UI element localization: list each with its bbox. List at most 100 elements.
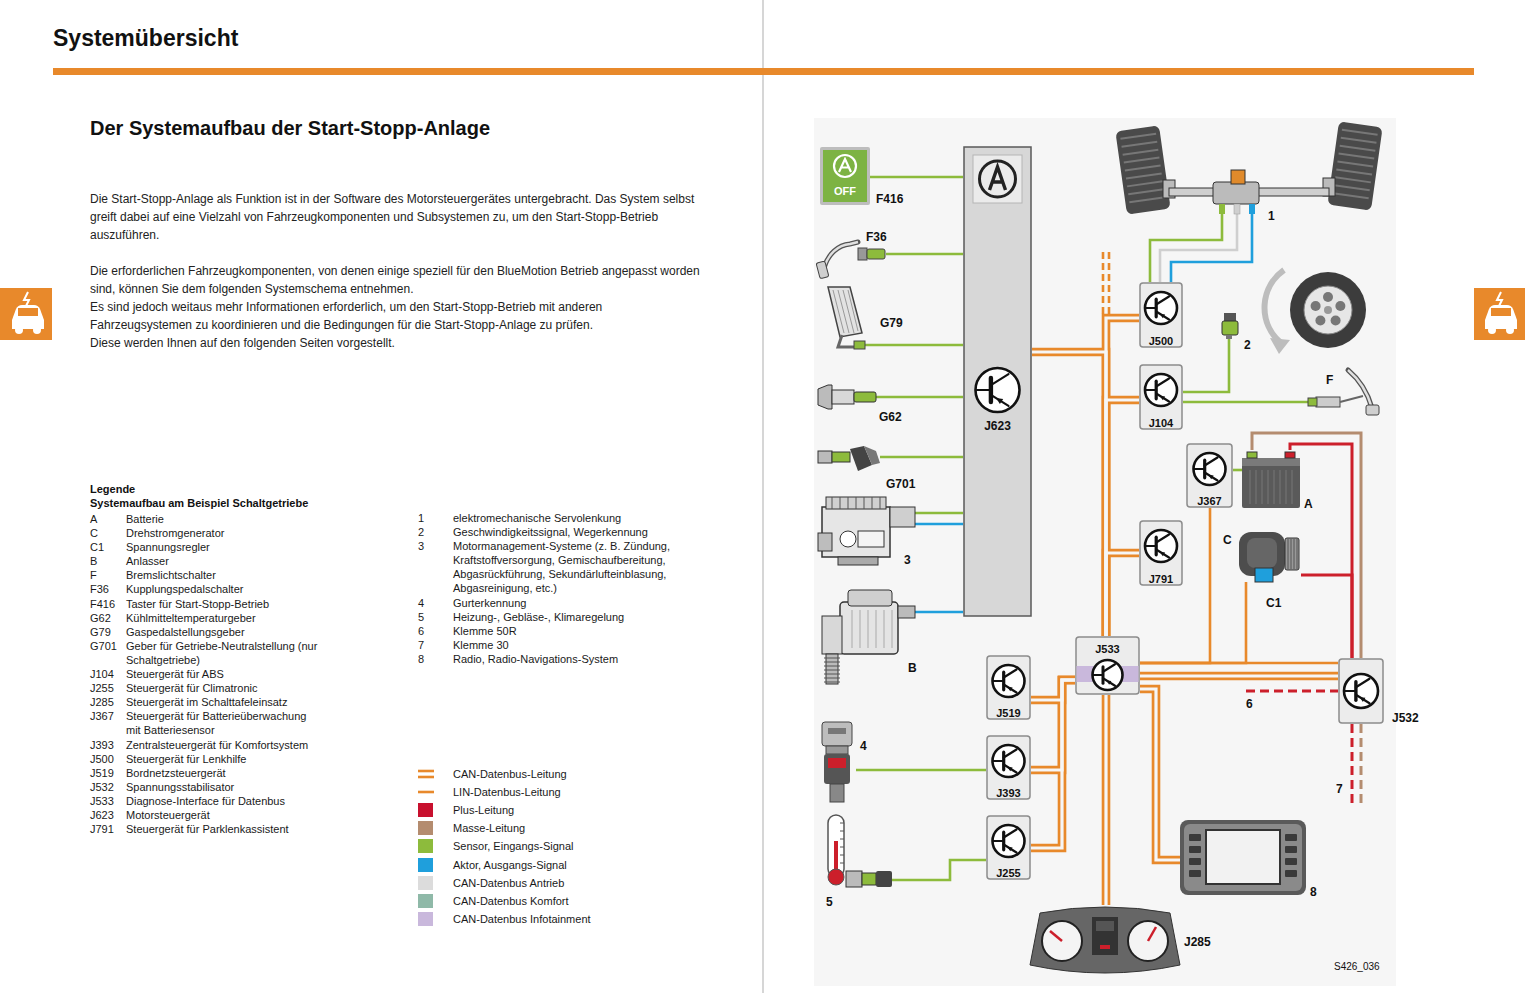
drawing-part [993, 760, 1003, 762]
part-description: Spannungsstabilisator [126, 780, 321, 794]
drawing-part [1256, 470, 1257, 504]
node-text-box: J255 [986, 863, 1031, 881]
drawing-part [1234, 204, 1240, 214]
drawing-part [867, 249, 885, 259]
legend-line [418, 770, 434, 773]
drawing-part [1285, 834, 1297, 841]
coolant-temperature-sender-drawing [818, 383, 876, 411]
can-bus-line [1031, 680, 1075, 770]
node-text-box: 8 [1310, 882, 1317, 900]
drawing-part [1148, 927, 1156, 941]
legend-heading-box: Legende [90, 483, 135, 495]
part-code: J367 [90, 709, 126, 737]
drawing-part [996, 398, 1003, 404]
drawing-part [840, 847, 844, 848]
wire [915, 523, 963, 526]
drawing-part [1156, 378, 1169, 386]
drawing-part [880, 497, 881, 509]
gateway-control-unit: J533 [1075, 636, 1140, 695]
can-bus-gaps [1031, 318, 1338, 905]
node-text-box: 5 [826, 892, 833, 910]
drawing-part [898, 606, 915, 618]
drawing-part [1189, 846, 1201, 853]
drawing-part [824, 754, 850, 784]
drawing-part [864, 497, 865, 509]
drawing-part [1265, 270, 1284, 342]
drawing-part [830, 784, 844, 802]
legend-swatch [418, 876, 433, 890]
legend-swatch [418, 821, 433, 835]
key-row: J367Steuergerät für Batterieüberwachung … [90, 709, 321, 737]
drawing-part [828, 758, 846, 768]
drawing-part [892, 610, 893, 648]
part-label: F36 [866, 230, 887, 244]
drawing-part [824, 674, 840, 675]
part-code: J393 [90, 738, 126, 752]
drawing-part [1366, 405, 1379, 415]
drawing-part [860, 610, 861, 648]
node-text-box: OFF [820, 181, 870, 199]
drawing-part [832, 497, 833, 509]
drawing-part [1342, 130, 1378, 135]
drawing-part [872, 497, 873, 509]
legend-line-sample [418, 785, 434, 799]
drawing-part [1247, 452, 1257, 458]
legend-swatch [418, 839, 433, 853]
wire [1140, 508, 1210, 663]
node-text-box: F416 [876, 189, 903, 207]
node-text-box: F [1326, 370, 1333, 388]
key-row: CDrehstromgenerator [90, 526, 321, 540]
drawing-part [1145, 374, 1177, 406]
wire [1233, 469, 1242, 472]
part-key-table: ABatterieCDrehstromgeneratorC1Spannungsr… [90, 512, 321, 836]
part-code: 5 [418, 610, 453, 624]
drawing-part [840, 839, 844, 840]
drawing-part [890, 507, 915, 527]
drawing-part [862, 873, 876, 885]
part-label: C1 [1266, 596, 1281, 610]
drawing-part [1285, 452, 1295, 458]
drawing-part [1093, 660, 1123, 690]
drawing-part [1103, 664, 1115, 672]
drawing-part [1327, 121, 1382, 210]
legend-row: CAN-Datenbus Antrieb [418, 874, 591, 892]
part-description: Geber für Getriebe-Neutralstellung (nur … [126, 639, 321, 667]
node-text-box: B [908, 658, 917, 676]
drawing-part [1222, 321, 1238, 335]
drawing-part [993, 745, 1025, 777]
wire [892, 860, 986, 880]
drawing-part [1335, 177, 1371, 182]
drawing-part [1189, 834, 1201, 841]
drawing-part [1205, 473, 1218, 481]
key-row: 8Radio, Radio-Navigations-System [418, 652, 703, 666]
drawing-part [1311, 301, 1321, 311]
drawing-part [848, 290, 858, 331]
control-unit: J255 [986, 815, 1031, 880]
part-code: 6 [418, 624, 453, 638]
drawing-part [824, 682, 840, 683]
can-bus-gap [1140, 689, 1180, 860]
drawing-part [1285, 870, 1297, 877]
control-unit: J500 [1139, 282, 1183, 348]
node-text-box: 2 [1244, 335, 1251, 353]
drawing-part [820, 147, 870, 205]
wire [870, 176, 963, 179]
drawing-part [24, 292, 29, 306]
drawing-part [1123, 150, 1159, 155]
part-code: J285 [90, 695, 126, 709]
drawing-part [843, 290, 854, 333]
key-row: J791Steuergerät für Parklenkassistent [90, 822, 321, 836]
drawing-part [1004, 685, 1017, 693]
key-row: J533Diagnose-Interface für Datenbus [90, 794, 321, 808]
part-label: G62 [879, 410, 902, 424]
part-code: J791 [90, 822, 126, 836]
drawing-part [868, 610, 869, 648]
drawing-part [1004, 829, 1017, 837]
part-label: J255 [996, 867, 1020, 880]
key-row: G701Geber für Getriebe-Neutralstellung (… [90, 639, 321, 667]
drawing-part [1076, 637, 1139, 694]
legend-heading: Legende [90, 483, 135, 495]
drawing-part [1340, 396, 1363, 402]
part-label: J500 [1149, 335, 1173, 348]
control-unit: J104 [1139, 364, 1183, 430]
